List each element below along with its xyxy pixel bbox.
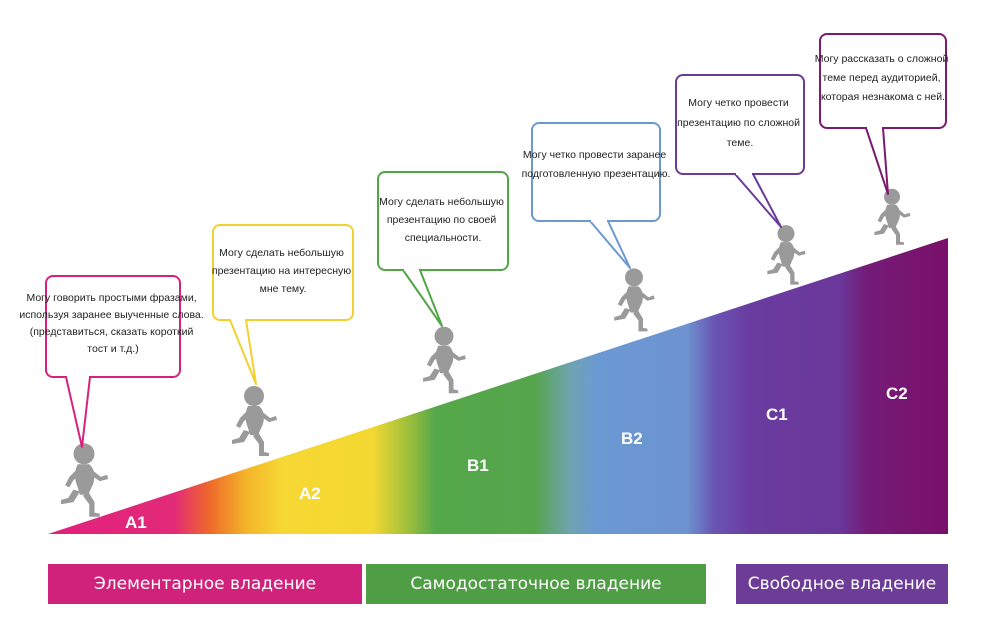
level-label-b1: B1 (467, 456, 489, 475)
bubble-b1: Могу сделать небольшую презентацию по св… (377, 171, 509, 327)
bubble-text-a1: Могу говорить простыми фразами, использу… (19, 292, 206, 355)
running-person-icon (767, 225, 806, 285)
bubble-text-a2: Могу сделать небольшую презентацию на ин… (212, 247, 354, 295)
running-person-icon (614, 268, 655, 332)
level-label-b2: B2 (621, 429, 643, 448)
bubble-c2: Могу рассказать о сложной теме перед ауд… (815, 33, 951, 195)
level-labels: A1 A2 B1 B2 C1 C2 (125, 384, 908, 532)
bubble-text-c2: Могу рассказать о сложной теме перед ауд… (815, 53, 951, 103)
level-ramp (48, 238, 948, 534)
bubble-text-b1: Могу сделать небольшую презентацию по св… (379, 196, 507, 244)
running-person-icon (423, 326, 466, 394)
level-label-c1: C1 (766, 405, 788, 424)
bubble-a1: Могу говорить простыми фразами, использу… (19, 275, 206, 448)
running-person-icon (232, 386, 277, 456)
bubble-a2: Могу сделать небольшую презентацию на ин… (212, 224, 354, 385)
level-label-a1: A1 (125, 513, 147, 532)
bubble-text-b2: Могу четко провести заранее подготовленн… (522, 149, 671, 180)
level-label-a2: A2 (299, 484, 321, 503)
band-proficient: Свободное владение (736, 564, 948, 604)
level-label-c2: C2 (886, 384, 908, 403)
bubble-c1: Могу четко провести презентацию по сложн… (675, 74, 805, 228)
running-person-icon (874, 188, 911, 245)
running-person-icon (60, 443, 109, 517)
band-elementary: Элементарное владение (48, 564, 362, 604)
bubble-text-c1: Могу четко провести презентацию по сложн… (677, 97, 803, 149)
bubble-b2: Могу четко провести заранее подготовленн… (522, 122, 671, 269)
band-independent: Самодостаточное владение (366, 564, 706, 604)
